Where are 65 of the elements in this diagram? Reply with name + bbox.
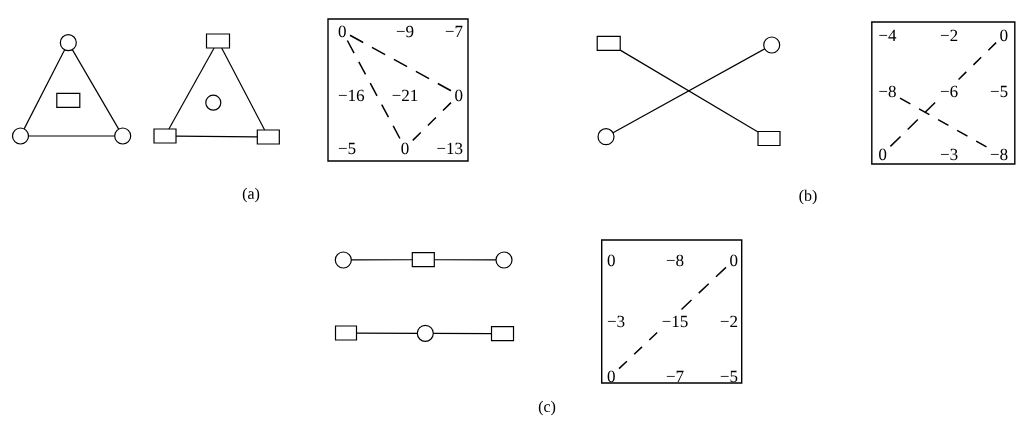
connecting-line — [175, 135, 258, 138]
grid-number: −8 — [990, 148, 1008, 161]
grid-number: −3 — [607, 315, 625, 328]
grid-frame — [601, 239, 743, 384]
circle-node — [597, 128, 615, 146]
circle-node — [495, 251, 513, 269]
rectangle-node — [411, 252, 435, 268]
connecting-line — [432, 332, 493, 335]
dashed-line — [412, 101, 452, 142]
dashed-line — [899, 97, 988, 148]
grid-number: −5 — [338, 142, 356, 155]
panel-caption: (b) — [799, 189, 817, 205]
connecting-line — [355, 332, 418, 334]
circle-node — [59, 34, 77, 52]
circle-node — [763, 36, 781, 54]
dashed-line — [346, 39, 401, 140]
grid-number: −2 — [940, 29, 958, 41]
grid-frame — [327, 18, 469, 162]
grid-number: 0 — [879, 148, 887, 161]
circle-node — [334, 251, 352, 269]
rectangle-node — [256, 129, 280, 145]
grid-number: −6 — [940, 85, 958, 98]
grid-number: 0 — [607, 370, 615, 383]
rectangle-node — [153, 128, 177, 144]
grid-number: −3 — [940, 148, 958, 161]
grid-number: 0 — [607, 254, 615, 267]
connecting-line — [350, 259, 413, 261]
grid-number: −16 — [338, 89, 365, 102]
grid-number: −8 — [879, 85, 896, 98]
grid-number: 0 — [401, 142, 409, 155]
connecting-line — [71, 49, 120, 130]
grid-number: −8 — [666, 254, 684, 267]
connecting-line — [433, 259, 497, 261]
rectangle-node — [56, 92, 81, 108]
grid-number: −15 — [662, 315, 688, 328]
rectangle-node — [205, 33, 231, 49]
circle-node — [416, 324, 434, 342]
grid-frame — [871, 21, 1016, 165]
grid-number: −5 — [720, 370, 738, 383]
grid-number: 0 — [338, 25, 346, 38]
dashed-line — [349, 34, 452, 92]
grid-number: −7 — [445, 25, 463, 37]
grid-number: −2 — [720, 315, 738, 327]
connecting-line — [221, 47, 266, 131]
circle-node — [11, 127, 30, 145]
grid-number: −7 — [666, 370, 684, 382]
grid-number: −9 — [396, 25, 414, 38]
connecting-line — [23, 49, 66, 130]
grid-number: 0 — [1000, 29, 1008, 42]
grid-number: −13 — [437, 142, 463, 155]
rectangle-node — [596, 35, 621, 51]
circle-node — [205, 94, 222, 111]
connecting-line — [168, 47, 215, 130]
grid-number: −5 — [990, 85, 1008, 98]
grid-number: 0 — [730, 254, 738, 267]
panel-caption: (a) — [242, 187, 260, 203]
rectangle-node — [334, 325, 358, 341]
rectangle-node — [490, 326, 515, 342]
connecting-line — [27, 135, 116, 137]
grid-number: 0 — [455, 89, 463, 102]
circle-node — [114, 127, 132, 145]
rectangle-node — [757, 130, 781, 147]
grid-number: −21 — [392, 89, 418, 101]
grid-number: −4 — [879, 29, 897, 41]
panel-caption: (c) — [538, 400, 556, 416]
